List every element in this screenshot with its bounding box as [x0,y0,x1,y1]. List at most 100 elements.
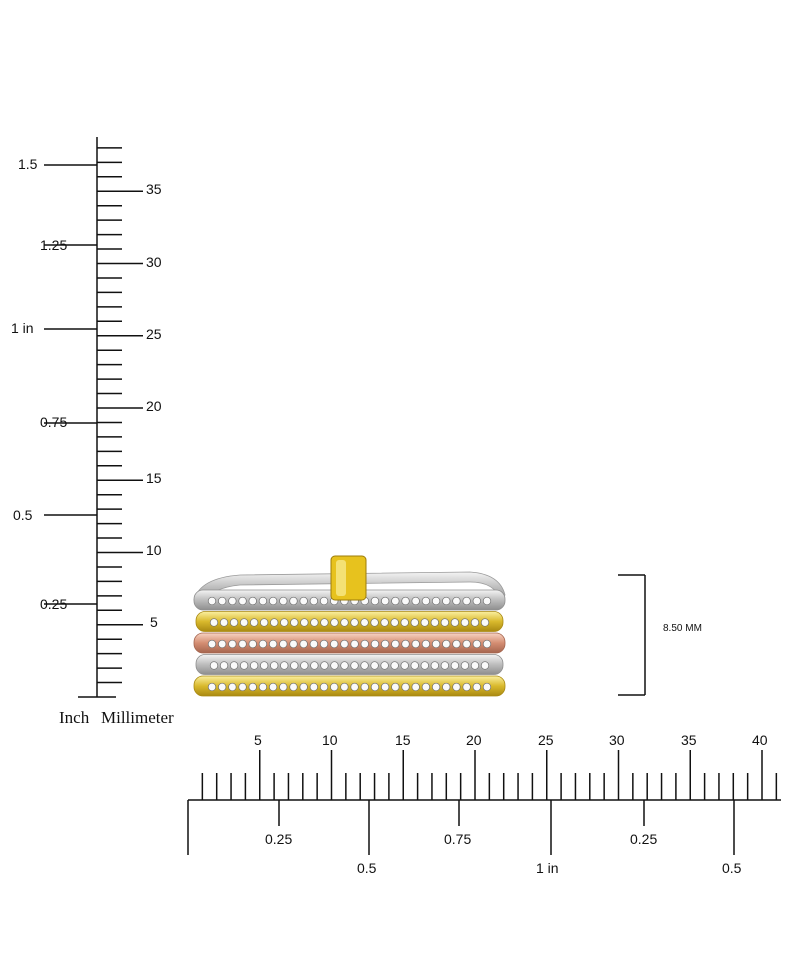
diamond [218,682,227,692]
diamond [410,661,419,670]
diamond [431,682,441,692]
diamond [400,618,409,627]
diamond [482,639,492,649]
diamond [391,682,400,692]
diamond [330,639,339,649]
diamond [430,661,439,670]
h-inch-label-1: 1 in [536,860,559,876]
diamond [452,596,461,606]
diamond [238,682,247,692]
dimension-bracket [618,574,646,696]
diamond [270,618,279,627]
diamond [420,661,429,670]
inch-label-0-75: 0.75 [40,414,68,430]
ring-band [193,675,506,697]
diamond [480,661,490,670]
diamond [442,682,451,692]
diamond [462,596,471,606]
diamond [410,618,419,627]
diamond [391,639,400,649]
diamond [470,661,480,670]
diamond [360,661,369,670]
diamond [401,639,410,649]
diamond [411,639,420,649]
h-mm-label-10: 10 [322,732,338,748]
diamond [248,639,257,649]
diamond [207,596,217,606]
diamond [390,618,399,627]
mm-label-5: 5 [150,614,158,630]
diamond [360,618,369,627]
diamond [330,682,339,692]
diamond [319,682,329,692]
diamond [228,682,237,692]
diamond [421,639,431,649]
height-dimension-label: 8.50 MM [663,623,702,634]
diamond [452,639,461,649]
diamond [289,682,298,692]
stacked-rings-photo [193,555,506,697]
diamond [319,639,329,649]
diamond [258,682,268,692]
diamond [320,661,329,670]
diamond [209,618,219,627]
mm-label-25: 25 [146,326,162,342]
diamond [390,661,399,670]
diamond [470,618,480,627]
diamond [299,682,308,692]
diamond [238,596,247,606]
diamond [380,639,390,649]
diamond [330,618,339,627]
diamond [472,682,481,692]
diamond [442,596,451,606]
inch-label-1-5: 1.5 [18,156,38,172]
diamond [462,639,471,649]
diamond [218,639,227,649]
diamond [350,661,359,670]
diamond [270,661,279,670]
diamond [350,639,359,649]
h-mm-label-35: 35 [681,732,697,748]
diamond [209,661,219,670]
diamond [228,639,237,649]
diamond [482,682,492,692]
mm-label-15: 15 [146,470,162,486]
diamond [452,682,461,692]
diamond [309,639,319,649]
diamond [370,682,380,692]
diamond [431,639,441,649]
diamond [340,639,349,649]
diamond [370,618,379,627]
diamond [480,618,490,627]
diamond [340,618,349,627]
diamond [299,596,308,606]
ring-band [195,611,504,632]
diamond [401,596,410,606]
inch-label-1-25: 1.25 [40,237,68,253]
diamond [440,618,450,627]
diamond [380,596,390,606]
diamond [289,596,298,606]
diamond [268,639,278,649]
diamond [350,618,359,627]
diamond [450,661,460,670]
diamond [260,661,269,670]
inch-label-1: 1 in [11,320,34,336]
diamond [440,661,450,670]
inch-label-0-5: 0.5 [13,507,33,523]
diamond [350,682,359,692]
diamond [380,661,389,670]
diamond [249,618,259,627]
mm-label-20: 20 [146,398,162,414]
diamond [207,682,217,692]
diamond [340,661,349,670]
diamond [411,682,420,692]
diamond [330,661,339,670]
h-inch-label-0-25: 0.25 [265,831,293,847]
diamond [279,639,288,649]
diamond [462,682,471,692]
diamond [391,596,400,606]
diamond [290,618,299,627]
